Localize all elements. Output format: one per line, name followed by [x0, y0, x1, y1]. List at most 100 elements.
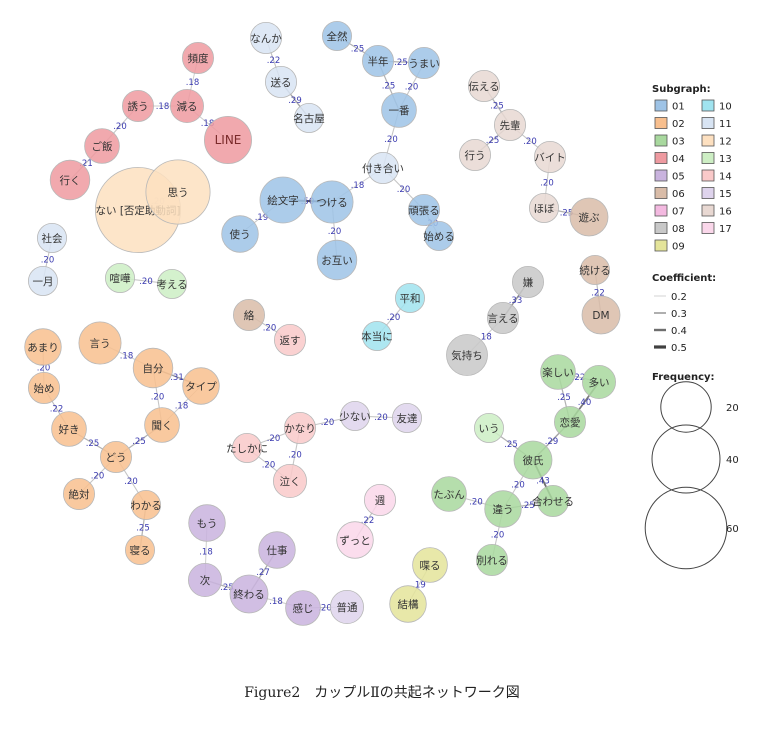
edge-coefficient-shakai-ichigatsu: .20	[41, 256, 55, 266]
node-shigoto: 仕事	[258, 531, 296, 569]
legend-subgraph-label-01: 01	[672, 102, 685, 113]
edge-coefficient-heru-hindo: .18	[186, 78, 200, 88]
node-circle-tanoshii	[540, 354, 576, 390]
node-tashikani: たしかに	[226, 432, 268, 463]
edge-coefficient-owaru-shigoto: .27	[256, 568, 270, 578]
node-heru: 減る	[169, 89, 204, 124]
node-circle-kaesu	[273, 323, 306, 356]
node-label-kiku: 聞く	[152, 420, 173, 432]
node-label-tomodachi: 友達	[397, 412, 418, 425]
node-hajimeru: 始める	[423, 220, 455, 251]
node-circle-shakai	[37, 222, 68, 253]
legend: Subgraph: 010203040506070809101112131415…	[644, 84, 739, 570]
node-circle-iku	[49, 159, 91, 201]
node-karami: 絡	[232, 298, 265, 331]
legend-subgraph-label-08: 08	[672, 224, 685, 235]
node-circle-line	[203, 116, 252, 165]
legend-coefficient-items: 0.20.30.40.5	[654, 292, 687, 354]
node-tanoshii: 楽しい	[540, 354, 576, 390]
legend-subgraph-label-10: 10	[719, 102, 732, 113]
node-circle-okuru	[264, 66, 297, 99]
node-circle-karami	[232, 298, 265, 331]
node-wakareru: 別れる	[475, 544, 508, 577]
node-suki: 好き	[51, 411, 87, 447]
edge-coefficient-kenka-kangaeru: .20	[139, 277, 153, 287]
node-label-nanka: なんか	[250, 33, 282, 45]
edge-coefficient-tsutaeru-senpai: .25	[490, 102, 504, 112]
node-label-senpai: 先輩	[500, 119, 521, 132]
edge-coefficient-hannen-ichiban: .25	[382, 82, 396, 92]
edge-coefficient-jibun-taipu: .31	[170, 373, 184, 383]
edge-coefficient-tabun-chigau: .20	[469, 498, 483, 508]
node-circle-ooi	[582, 364, 617, 399]
node-label-tanoshii: 楽しい	[542, 366, 574, 379]
node-label-naku: 泣く	[280, 475, 301, 488]
legend-subgraph-label-02: 02	[672, 119, 685, 130]
edge-coefficient-wakaru-neru: .25	[136, 524, 150, 534]
node-circle-tashikani	[231, 432, 262, 463]
node-label-hajimeru: 始める	[423, 230, 455, 243]
node-label-wakaru: わかる	[130, 500, 162, 512]
node-tomodachi: 友達	[391, 402, 422, 433]
node-kanari: かなり	[283, 411, 316, 444]
node-circle-kareshi	[513, 440, 553, 480]
node-naku: 泣く	[272, 463, 307, 498]
edge-coefficient-ieru-kimochi: .18	[478, 333, 492, 343]
node-label-heiwa: 平和	[400, 293, 421, 305]
node-hontou: 本当に	[361, 320, 393, 351]
edge-coefficient-sukunai-tomodachi: .20	[374, 413, 388, 423]
legend-frequency-label-20: 20	[726, 403, 739, 414]
node-kaesu: 返す	[273, 323, 306, 356]
legend-subgraph-label-06: 06	[672, 189, 685, 200]
node-iya: 嫌	[512, 265, 545, 298]
legend-subgraph-label-15: 15	[719, 189, 732, 200]
edge-coefficient-tsugi-owaru: .25	[220, 583, 234, 593]
edge-coefficient-gohan-iku: .21	[79, 159, 93, 169]
node-dou: どう	[100, 440, 133, 473]
edge-coefficient-nanka-okuru: .22	[267, 56, 281, 66]
node-circle-jibun	[132, 347, 174, 389]
node-label-sasou: 誘う	[128, 100, 149, 113]
node-circle-tsukeru	[310, 180, 354, 224]
node-circle-hannen	[361, 45, 394, 78]
legend-frequency-label-40: 40	[726, 455, 739, 466]
node-label-tashikani: たしかに	[226, 443, 268, 455]
node-label-sukunai: 少ない	[339, 411, 371, 423]
node-circle-wakareru	[475, 544, 508, 577]
legend-subgraph-label-05: 05	[672, 172, 685, 183]
node-shakai: 社会	[37, 222, 68, 253]
node-label-kenka: 喧嘩	[110, 272, 131, 285]
node-label-chigau: 違う	[493, 503, 514, 516]
legend-frequency-circle-20	[660, 381, 712, 433]
edge-coefficient-kareshi-awaseru: .43	[536, 477, 550, 487]
node-baito: バイト	[534, 140, 567, 173]
node-circle-otagai	[316, 239, 358, 281]
edge-coefficient-iu2-kareshi: .25	[504, 440, 518, 450]
node-label-heru: 減る	[177, 100, 198, 113]
node-circle-kangaeru	[156, 268, 187, 299]
node-tabun: たぶん	[431, 476, 467, 512]
legend-swatch-04	[654, 152, 668, 164]
node-label-shakai: 社会	[42, 232, 63, 245]
node-circle-heiwa	[394, 282, 425, 313]
node-circle-sukunai	[339, 400, 370, 431]
node-circle-hontou	[361, 320, 392, 351]
node-circle-sasou	[122, 90, 155, 123]
node-hobo: ほぼ	[529, 192, 560, 223]
node-nanka: なんか	[249, 21, 282, 55]
node-label-iku: 行く	[60, 174, 81, 187]
legend-subgraph-label-17: 17	[719, 224, 732, 235]
node-gohan: ご飯	[84, 128, 120, 164]
node-circle-neru	[125, 535, 156, 566]
node-otagai: お互い	[316, 239, 358, 281]
edge-coefficient-kanari-naku: .20	[288, 451, 302, 461]
node-asobu: 遊ぶ	[569, 197, 609, 237]
edge-coefficient-tsukeru-otagai: .20	[328, 227, 342, 237]
node-label-kimochi: 気持ち	[451, 349, 483, 362]
node-circle-omou	[145, 159, 211, 225]
node-circle-kekkou	[389, 585, 427, 623]
node-label-tsuzukeru: 続ける	[579, 264, 611, 277]
node-label-line: LINE	[215, 133, 242, 147]
node-circle-dou	[100, 440, 133, 473]
node-wakaru: わかる	[130, 489, 162, 520]
